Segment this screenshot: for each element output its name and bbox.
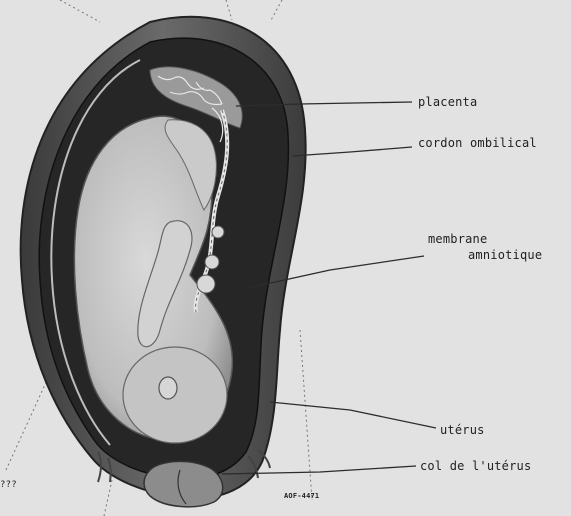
label-placenta: placenta [418,95,477,109]
label-membrane-line1: membrane [428,232,487,246]
label-cordon-ombilical: cordon ombilical [418,136,537,150]
stamp-mark: AOF-4471 [284,489,319,503]
label-uterus: utérus [440,423,485,437]
fetus-ear [159,377,177,399]
label-membrane-line2: amniotique [468,248,542,262]
leader-cordon [292,147,412,156]
leader-uterus [270,402,436,428]
label-col-uterus: col de l'utérus [420,459,531,473]
margin-mark: ??? [0,478,17,492]
